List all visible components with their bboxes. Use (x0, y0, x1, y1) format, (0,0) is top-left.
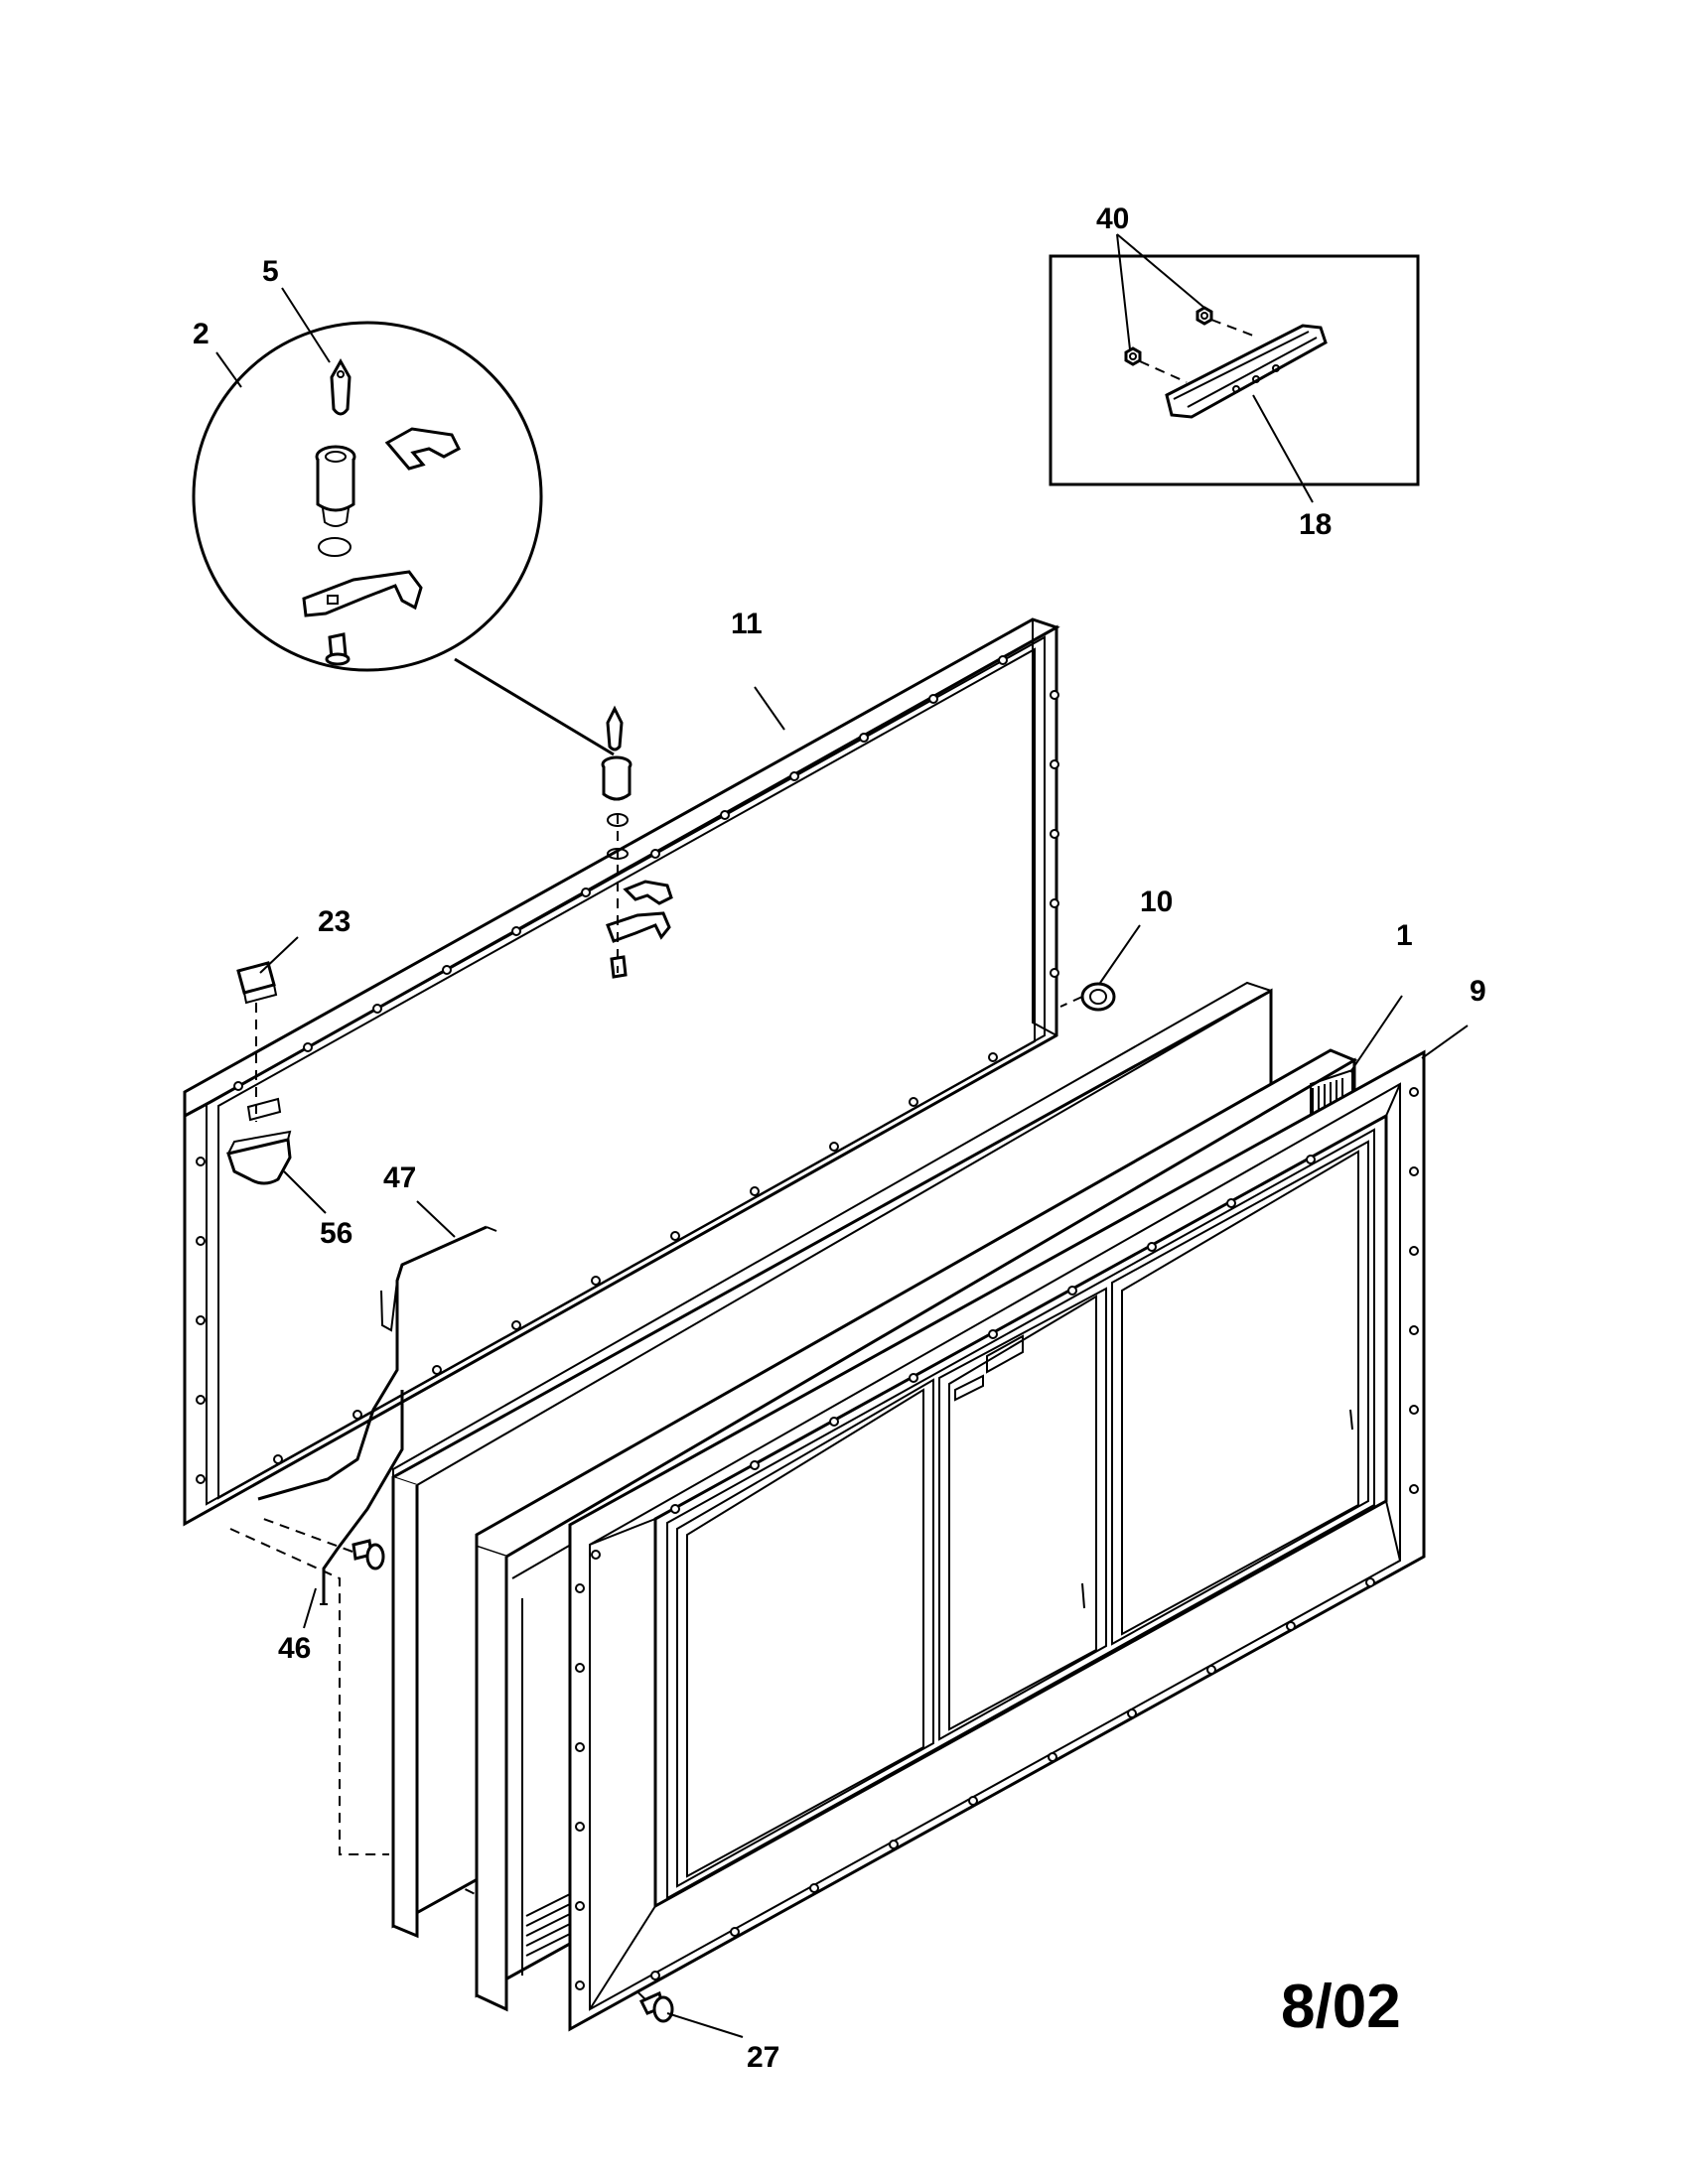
callout-18: 18 (1299, 508, 1332, 541)
handle-part-18 (1165, 324, 1328, 419)
callout-10: 10 (1140, 886, 1173, 918)
gasket-frame-11 (183, 617, 1060, 1527)
nut-40-a (1196, 306, 1213, 326)
liner-badge (954, 1334, 1024, 1402)
callout-56: 56 (320, 1217, 352, 1250)
frame-holes (196, 655, 1059, 1484)
callout-47: 47 (383, 1161, 416, 1194)
clip-56 (226, 1130, 327, 1214)
callout-labels: 2 5 40 18 11 23 10 1 9 47 56 46 27 (193, 203, 1486, 2074)
callout-46: 46 (278, 1632, 311, 1665)
callout-1: 1 (1396, 919, 1413, 952)
liner-holes (575, 1087, 1419, 1990)
lock-detail-circle (192, 287, 615, 756)
callout-11: 11 (731, 608, 763, 640)
callout-2: 2 (193, 318, 210, 350)
inner-liner-9 (568, 1024, 1469, 2032)
bumper-10 (1059, 924, 1141, 1012)
callout-5: 5 (262, 255, 279, 288)
guide-line-left (229, 1528, 389, 1855)
callout-27: 27 (747, 2041, 779, 2074)
callout-40: 40 (1096, 203, 1129, 235)
screw-46 (257, 1516, 385, 1629)
liner-compartments (676, 1140, 1369, 1888)
nut-40-b (1124, 346, 1142, 366)
callout-23: 23 (318, 905, 351, 938)
liner-vents (525, 1078, 1343, 1957)
lock-assembly (601, 705, 673, 979)
callout-9: 9 (1470, 975, 1486, 1008)
heater-wire-47 (257, 1200, 497, 1605)
light-socket-23 (236, 936, 299, 1122)
inset-frame (1049, 254, 1420, 486)
date-code: 8/02 (1281, 1973, 1401, 2041)
handle-inset (1049, 233, 1420, 503)
screw-27 (638, 1990, 744, 2038)
